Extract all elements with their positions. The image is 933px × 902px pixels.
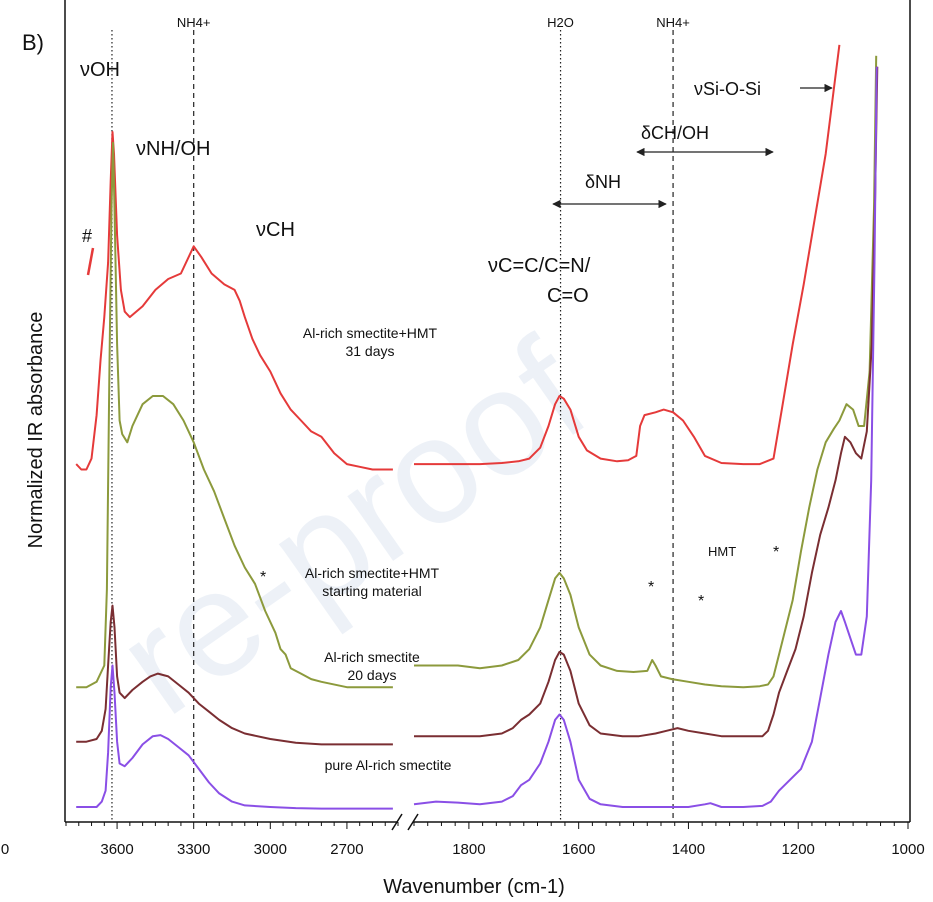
x-tick-label-edge: 0: [1, 841, 9, 858]
series-3-right-line: [413, 66, 878, 808]
series-0-right-line: [414, 44, 841, 466]
annot-vch: νCH: [256, 219, 295, 241]
annotations: B) νOH νNH/OH νCH νC=C/C=N/C=O δNH δCH/OH νSi-O…: [22, 30, 833, 610]
annot-star-4: *: [773, 544, 779, 561]
x-tick-label-left-2: 3000: [254, 841, 287, 858]
annot-star-3: *: [698, 593, 704, 610]
series-1: Al-rich smectite+HMT starting material: [76, 55, 878, 689]
series-2-left-line: [76, 604, 393, 746]
axis-break-mark-2: [407, 813, 419, 831]
x-tick-label-left-3: 2700: [330, 841, 363, 858]
axis-break-mark-1: [391, 813, 403, 831]
annot-voh: νOH: [80, 59, 120, 81]
x-axis-label: Wavenumber (cm-1): [383, 876, 565, 898]
annot-vsiosi: νSi-O-Si: [694, 79, 761, 99]
x-tick-label-right-3: 1200: [782, 841, 815, 858]
ref-line-label-2: H2O: [547, 15, 574, 30]
annot-vnhoh: νNH/OH: [136, 138, 210, 160]
ref-line-label-3: NH4+: [656, 15, 690, 30]
hash-arrow: [86, 247, 95, 276]
annot-vcc-1: νC=C/C=N/: [488, 255, 591, 277]
series-3-label-line-0: pure Al-rich smectite: [325, 757, 452, 773]
x-tick-label-left-0: 3600: [100, 841, 133, 858]
annot-star-2: *: [648, 579, 654, 596]
series-0-label-line-0: Al-rich smectite+HMT: [303, 325, 438, 341]
annot-hmt: HMT: [708, 544, 736, 559]
x-tick-label-right-2: 1400: [672, 841, 705, 858]
series-0-label-line-1: 31 days: [345, 343, 394, 359]
annot-dchoh: δCH/OH: [641, 123, 709, 143]
series-2-label-line-1: 20 days: [347, 667, 396, 683]
x-tick-label-right-4: 1000: [891, 841, 924, 858]
series-0-left-line: [75, 131, 393, 471]
series-2: Al-rich smectite 20 days: [76, 66, 879, 746]
ref-line-label-1: NH4+: [177, 15, 211, 30]
annot-hash: #: [82, 226, 92, 246]
x-tick-label-right-1: 1600: [562, 841, 595, 858]
series-2-right-line: [414, 66, 879, 738]
annot-star-1: *: [260, 569, 266, 586]
x-tick-label-right-0: 1800: [452, 841, 485, 858]
panel-label: B): [22, 30, 44, 55]
series-2-label-line-0: Al-rich smectite: [324, 649, 420, 665]
annot-dnh: δNH: [585, 172, 621, 192]
series-1-left-line: [76, 141, 393, 689]
y-axis-label: Normalized IR absorbance: [25, 312, 47, 549]
annot-vcc-2: C=O: [547, 285, 589, 307]
x-tick-label-left-1: 3300: [177, 841, 210, 858]
series-3: pure Al-rich smectite: [76, 66, 878, 810]
series-0: Al-rich smectite+HMT 31 days: [75, 44, 841, 471]
series-1-label-line-1: starting material: [322, 583, 422, 599]
series-1-label-line-0: Al-rich smectite+HMT: [305, 565, 440, 581]
series-1-right-line: [414, 55, 878, 689]
series-3-left-line: [76, 664, 393, 810]
